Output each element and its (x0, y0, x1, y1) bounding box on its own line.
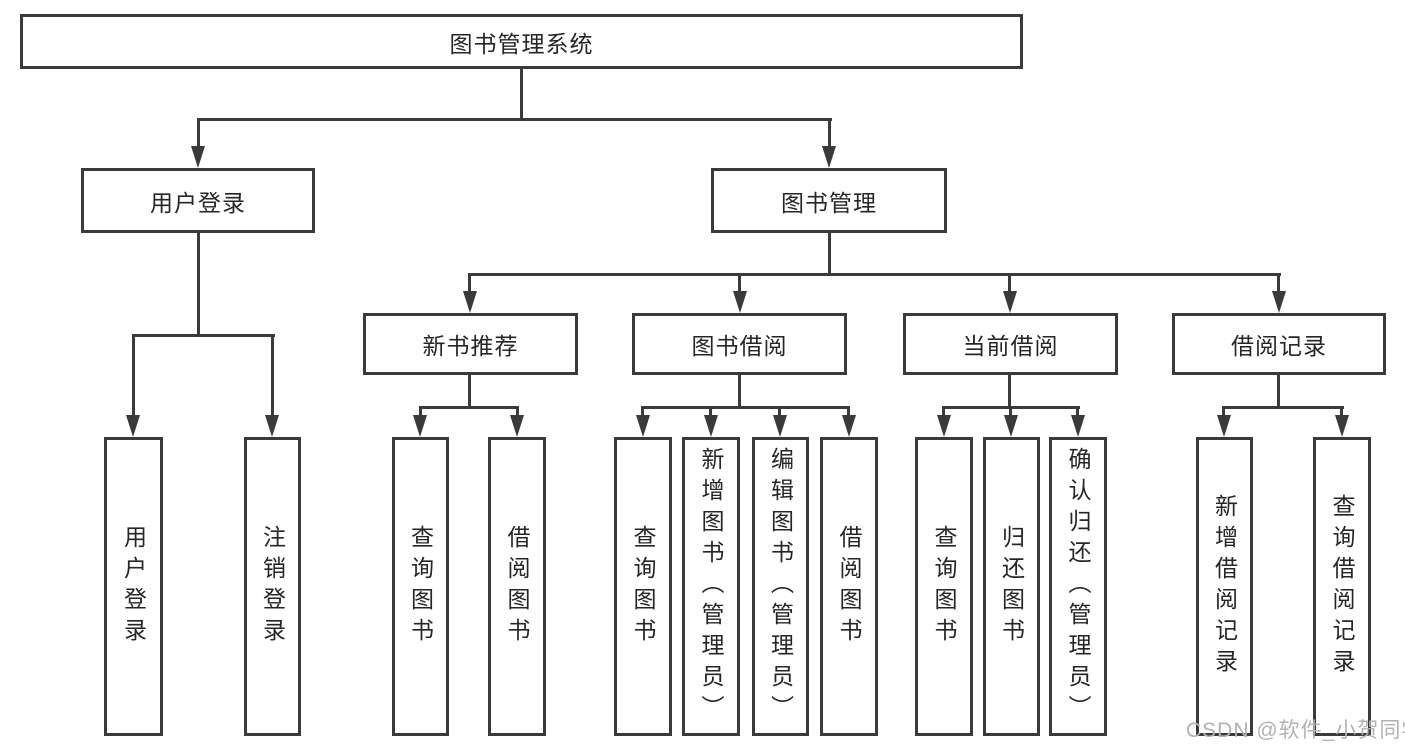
arrow-down-icon (1335, 415, 1349, 437)
leaf-edit-book-label: 编辑图书（管理员） (767, 447, 794, 726)
arrow-down-icon (1217, 415, 1231, 437)
connector-root-stub (520, 69, 523, 121)
connector-stem-leaf-logout (271, 334, 274, 420)
node-borrow-records-label: 借阅记录 (1231, 333, 1327, 359)
leaf-query-borrow-record-label: 查询借阅记录 (1329, 493, 1355, 680)
connector-stem (778, 406, 781, 418)
leaf-add-book: 新增图书（管理员） (682, 437, 740, 736)
connector-current-borrow-stub (1008, 375, 1011, 409)
connector-book-borrow-bus (642, 406, 850, 409)
arrow-down-icon (636, 415, 650, 437)
node-current-borrow: 当前借阅 (903, 313, 1118, 375)
node-user-login-label: 用户登录 (150, 189, 246, 216)
node-borrow-records: 借阅记录 (1172, 313, 1386, 375)
arrow-down-icon (191, 146, 205, 168)
node-root-label: 图书管理系统 (449, 30, 594, 57)
connector-stem (1222, 406, 1225, 418)
connector-stem-user-login (197, 118, 200, 150)
arrow-down-icon (265, 415, 279, 437)
watermark: CSDN @软件_小贺同学 (1186, 719, 1405, 742)
leaf-user-login-label: 用户登录 (120, 524, 147, 649)
connector-stem (942, 406, 945, 418)
connector-stem (1076, 406, 1079, 418)
connector-stem (847, 406, 850, 418)
node-book-mgmt: 图书管理 (711, 168, 947, 233)
connector-stem-leaf-user-login (132, 334, 135, 420)
connector-user-login-bus (132, 334, 275, 337)
node-book-borrow-label: 图书借阅 (691, 333, 788, 359)
arrow-down-icon (1071, 415, 1085, 437)
node-current-borrow-label: 当前借阅 (962, 333, 1059, 359)
leaf-borrow-book-borrow: 借阅图书 (820, 437, 878, 736)
leaf-query-book-borrow: 查询图书 (614, 437, 672, 736)
leaf-query-book-rec-label: 查询图书 (407, 524, 434, 649)
leaf-add-book-label: 新增图书（管理员） (698, 447, 724, 726)
leaf-return-book: 归还图书 (983, 437, 1040, 736)
connector-stem-borrow-records (1277, 273, 1280, 295)
connector-stem (1009, 406, 1012, 418)
leaf-query-book-current-label: 查询图书 (931, 524, 957, 649)
node-book-borrow: 图书借阅 (632, 313, 847, 375)
leaf-add-borrow-record-label: 新增借阅记录 (1211, 493, 1238, 680)
arrow-down-icon (1272, 291, 1286, 313)
connector-borrow-records-stub (1277, 375, 1280, 409)
arrow-down-icon (937, 415, 951, 437)
connector-stem (419, 406, 422, 418)
arrow-down-icon (1004, 415, 1018, 437)
leaf-borrow-book-borrow-label: 借阅图书 (836, 524, 862, 649)
leaf-borrow-book-rec: 借阅图书 (488, 437, 546, 736)
connector-stem (1340, 406, 1343, 418)
connector-book-borrow-stub (738, 375, 741, 409)
leaf-edit-book: 编辑图书（管理员） (752, 437, 809, 736)
node-new-book-rec: 新书推荐 (363, 313, 578, 375)
leaf-query-book-current: 查询图书 (915, 437, 973, 736)
connector-new-book-rec-bus (419, 406, 519, 409)
node-user-login: 用户登录 (81, 168, 315, 233)
leaf-confirm-return-label: 确认归还（管理员） (1065, 447, 1091, 726)
connector-level3-bus (469, 273, 1281, 276)
leaf-return-book-label: 归还图书 (998, 524, 1025, 649)
node-root: 图书管理系统 (20, 14, 1023, 69)
arrow-down-icon (773, 415, 787, 437)
arrow-down-icon (413, 415, 427, 437)
connector-level2-bus (197, 118, 832, 121)
connector-stem-current-borrow (1008, 273, 1011, 295)
node-new-book-rec-label: 新书推荐 (422, 333, 519, 359)
connector-borrow-records-bus (1223, 406, 1344, 409)
connector-stem (516, 406, 519, 418)
leaf-add-borrow-record: 新增借阅记录 (1196, 437, 1253, 736)
arrow-down-icon (842, 415, 856, 437)
leaf-borrow-book-rec-label: 借阅图书 (504, 524, 530, 649)
leaf-query-book-borrow-label: 查询图书 (630, 524, 656, 649)
arrow-down-icon (733, 291, 747, 313)
arrow-down-icon (126, 415, 140, 437)
connector-stem-book-mgmt (828, 118, 831, 150)
connector-stem-book-borrow (738, 273, 741, 295)
leaf-logout: 注销登录 (244, 437, 301, 736)
arrow-down-icon (1003, 291, 1017, 313)
leaf-user-login: 用户登录 (104, 437, 163, 736)
connector-book-mgmt-stub (828, 233, 831, 276)
arrow-down-icon (463, 291, 477, 313)
arrow-down-icon (510, 415, 524, 437)
connector-stem-new-book-rec (468, 273, 471, 295)
connector-stem (709, 406, 712, 418)
node-book-mgmt-label: 图书管理 (781, 189, 877, 216)
arrow-down-icon (704, 415, 718, 437)
arrow-down-icon (822, 146, 836, 168)
connector-new-book-rec-stub (468, 375, 471, 409)
connector-user-login-stub (197, 232, 200, 337)
leaf-query-borrow-record: 查询借阅记录 (1313, 437, 1371, 736)
leaf-query-book-rec: 查询图书 (392, 437, 449, 736)
leaf-logout-label: 注销登录 (259, 524, 286, 649)
leaf-confirm-return: 确认归还（管理员） (1049, 437, 1107, 736)
connector-stem (641, 406, 644, 418)
